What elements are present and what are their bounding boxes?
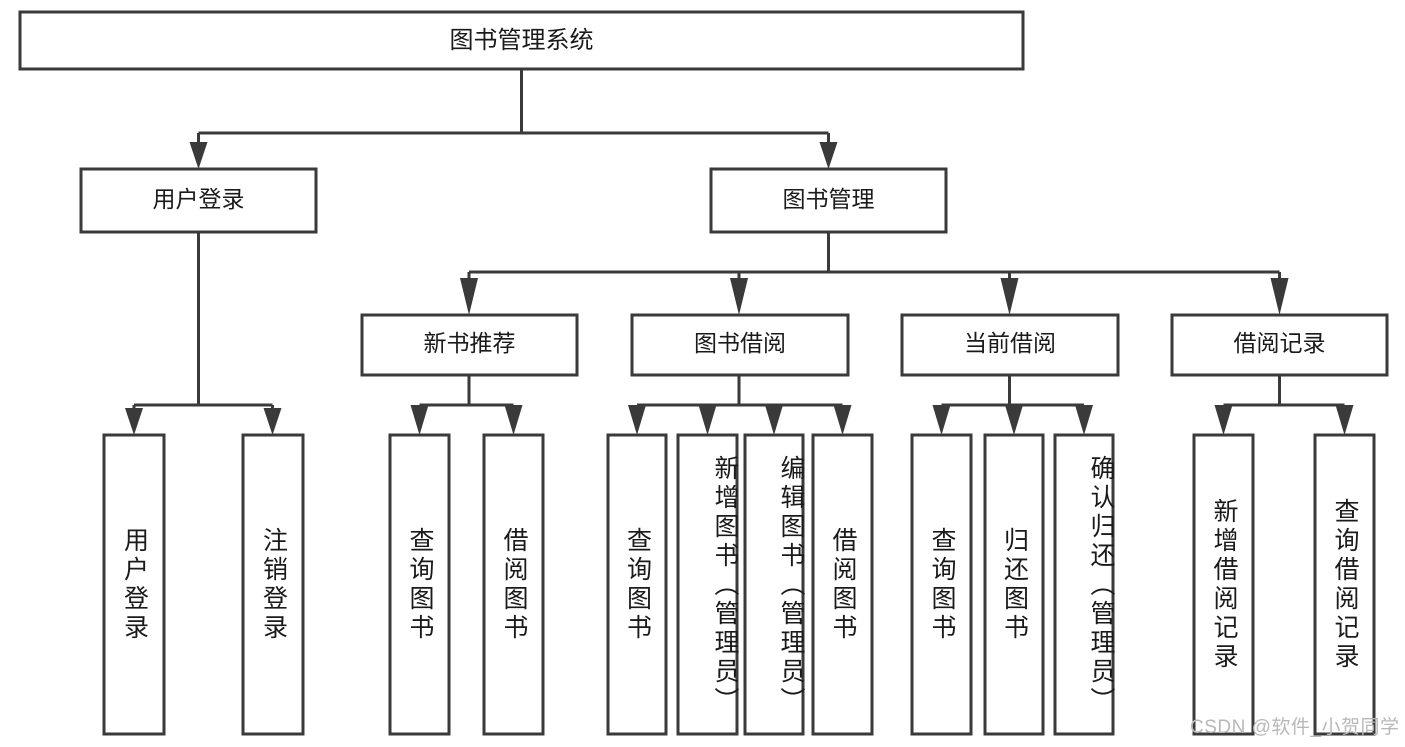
arrowhead-leaf-query-book-current xyxy=(932,405,951,435)
node-book-management-box[interactable] xyxy=(709,167,948,234)
leaf-box-query-borrow-record[interactable] xyxy=(1313,433,1376,736)
node-current-borrow-box[interactable] xyxy=(900,313,1120,377)
arrowhead-borrow-record xyxy=(1270,278,1289,315)
arrowhead-leaf-user-login xyxy=(125,408,143,435)
arrowhead-leaf-borrow-book-borrow xyxy=(833,405,852,435)
node-new-book-recommend-label: 新书推荐 xyxy=(424,330,516,356)
leaf-box-confirm-return-admin[interactable] xyxy=(1053,433,1115,736)
arrowhead-root-to-user-login xyxy=(189,142,208,169)
node-root-label: 图书管理系统 xyxy=(450,27,594,54)
leaf-box-borrow-book-borrow[interactable] xyxy=(811,433,874,736)
leaf-box-add-borrow-record[interactable] xyxy=(1192,433,1255,736)
node-new-book-recommend-box[interactable] xyxy=(360,313,579,377)
connector-group-root xyxy=(189,69,838,169)
node-current-borrow-label: 当前借阅 xyxy=(964,330,1056,356)
node-user-login[interactable]: 用户登录 xyxy=(79,167,318,234)
connector-group-book-borrow xyxy=(628,375,852,435)
leaf-box-logout[interactable] xyxy=(241,433,305,736)
node-new-book-recommend[interactable]: 新书推荐 xyxy=(360,313,579,377)
leaf-box-edit-book-admin[interactable] xyxy=(743,433,805,736)
node-borrow-record-label: 借阅记录 xyxy=(1234,330,1326,356)
connector-group-new-book-recommend xyxy=(410,375,523,435)
arrowhead-new-book-recommend xyxy=(460,278,478,315)
connector-group-user-login xyxy=(125,232,282,435)
csdn-watermark: CSDN @软件_小贺同学 xyxy=(1190,717,1400,738)
node-book-management[interactable]: 图书管理 xyxy=(709,167,948,234)
leaf-box-borrow-book-recommend[interactable] xyxy=(482,433,545,736)
node-user-login-label: 用户登录 xyxy=(153,186,245,212)
arrowhead-leaf-return-book xyxy=(1005,405,1023,435)
node-user-login-box[interactable] xyxy=(79,167,318,234)
node-book-management-label: 图书管理 xyxy=(783,186,875,212)
node-root[interactable]: 图书管理系统 xyxy=(18,10,1025,71)
arrowhead-leaf-add-borrow-record xyxy=(1214,405,1233,435)
node-current-borrow[interactable]: 当前借阅 xyxy=(900,313,1120,377)
leaf-box-query-book-borrow[interactable] xyxy=(606,433,668,736)
arrowhead-leaf-logout xyxy=(263,408,282,435)
connector-group-borrow-record xyxy=(1214,375,1354,435)
leaf-box-query-book-current[interactable] xyxy=(910,433,973,736)
leaf-boxes xyxy=(102,433,1376,736)
arrowhead-book-borrow xyxy=(730,278,748,315)
node-borrow-record[interactable]: 借阅记录 xyxy=(1170,313,1389,377)
arrowhead-leaf-confirm-return-admin xyxy=(1075,405,1093,435)
leaf-box-user-login[interactable] xyxy=(102,433,166,736)
arrowhead-current-borrow xyxy=(1000,278,1019,315)
arrowhead-root-to-book-management xyxy=(819,142,838,169)
connector-group-current-borrow xyxy=(932,375,1093,435)
node-book-borrow-box[interactable] xyxy=(630,313,850,377)
leaf-box-return-book[interactable] xyxy=(983,433,1045,736)
leaf-box-add-book-admin[interactable] xyxy=(676,433,739,736)
node-book-borrow-label: 图书借阅 xyxy=(694,330,786,356)
arrowhead-leaf-borrow-book-recommend xyxy=(504,405,523,435)
arrowhead-leaf-query-borrow-record xyxy=(1335,405,1354,435)
arrowhead-leaf-edit-book-admin xyxy=(765,405,783,435)
node-borrow-record-box[interactable] xyxy=(1170,313,1389,377)
node-book-borrow[interactable]: 图书借阅 xyxy=(630,313,850,377)
node-root-box[interactable] xyxy=(18,10,1025,71)
arrowhead-leaf-query-book-recommend xyxy=(410,405,429,435)
arrowhead-leaf-query-book-borrow xyxy=(628,405,646,435)
leaf-box-query-book-recommend[interactable] xyxy=(388,433,451,736)
connector-group-book-management xyxy=(460,232,1289,315)
arrowhead-leaf-add-book-admin xyxy=(698,405,717,435)
